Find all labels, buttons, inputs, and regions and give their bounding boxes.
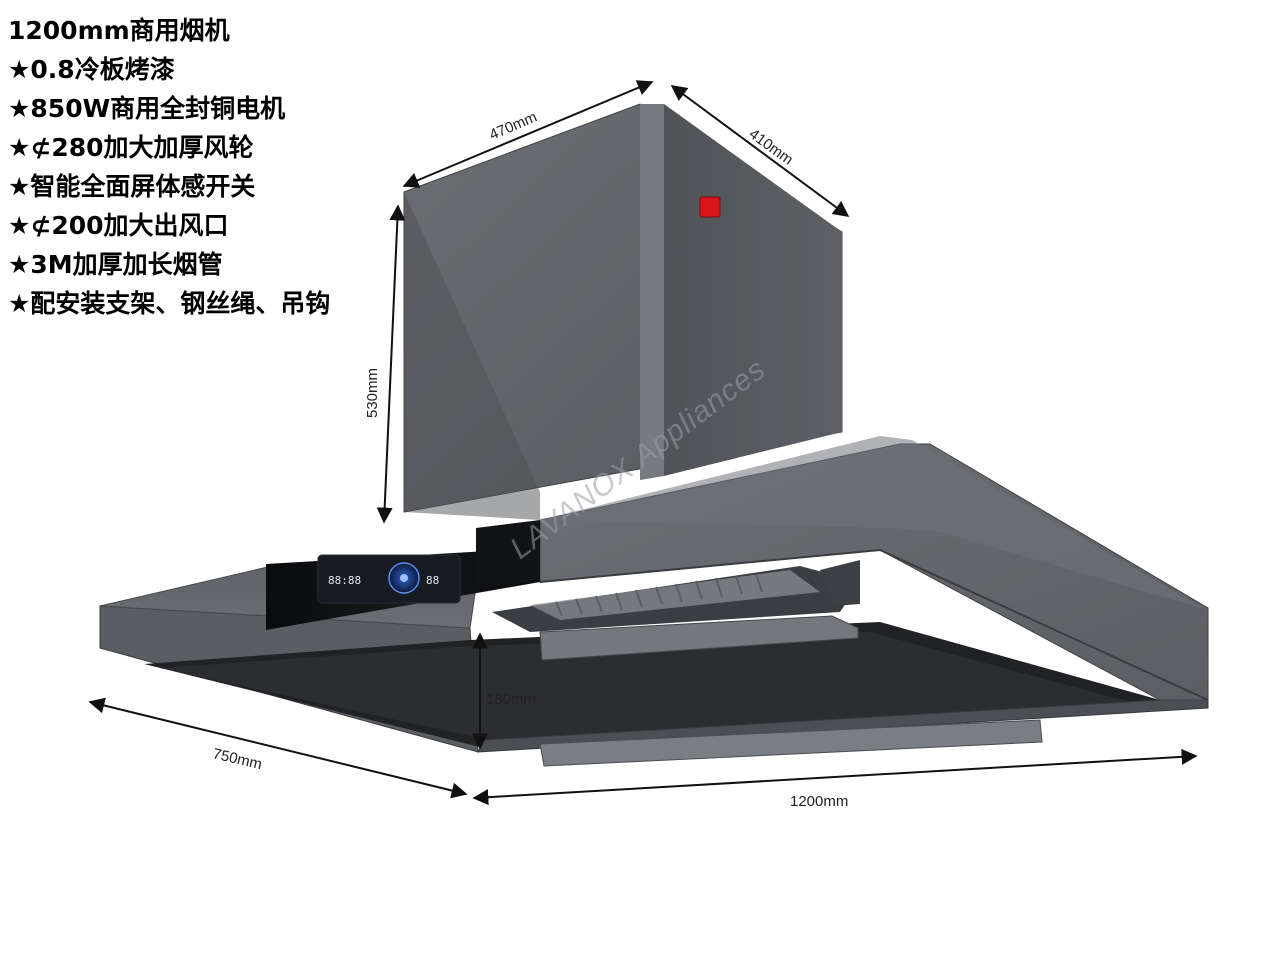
top-width-label: 470mm [487, 108, 540, 143]
control-panel: 88:88 88 [266, 520, 540, 630]
spec-item-paint: ★0.8冷板烤漆 [8, 55, 175, 84]
hood-shell [539, 436, 1209, 701]
spec-item-pipe: ★3M加厚加长烟管 [8, 250, 223, 279]
spec-item-motor: ★850W商用全封铜电机 [8, 94, 286, 123]
display-left-readout: 88:88 [328, 574, 361, 587]
spec-title: 1200mm商用烟机 [8, 16, 230, 45]
spec-item-outlet: ★⊄200加大出风口 [8, 211, 229, 240]
hood-width-arrow [472, 748, 1198, 806]
spec-item-accessories: ★配安装支架、钢丝绳、吊钩 [8, 289, 331, 318]
grease-filter-icon [555, 573, 763, 617]
spec-item-switch: ★智能全面屏体感开关 [8, 172, 256, 201]
chimney-height-arrow [376, 204, 406, 524]
power-switch-icon[interactable] [699, 196, 721, 218]
hood-height-label: 180mm [486, 691, 536, 708]
hood-depth-label: 750mm [211, 745, 264, 773]
chimney-height-label: 530mm [364, 368, 381, 418]
hood-width-label: 1200mm [790, 793, 848, 810]
top-depth-arrow [670, 85, 850, 217]
display-right-readout: 88 [426, 574, 439, 587]
top-width-arrow [402, 80, 654, 188]
spec-item-fan-wheel: ★⊄280加大加厚风轮 [8, 133, 254, 162]
spec-list: 1200mm商用烟机 ★0.8冷板烤漆 ★850W商用全封铜电机 ★⊄280加大… [8, 12, 330, 323]
hood-depth-arrow [88, 697, 468, 799]
side-vent [820, 560, 860, 606]
oil-cup-tray[interactable] [539, 615, 859, 661]
dial-center-icon [400, 574, 408, 582]
hood-base [99, 559, 1209, 753]
